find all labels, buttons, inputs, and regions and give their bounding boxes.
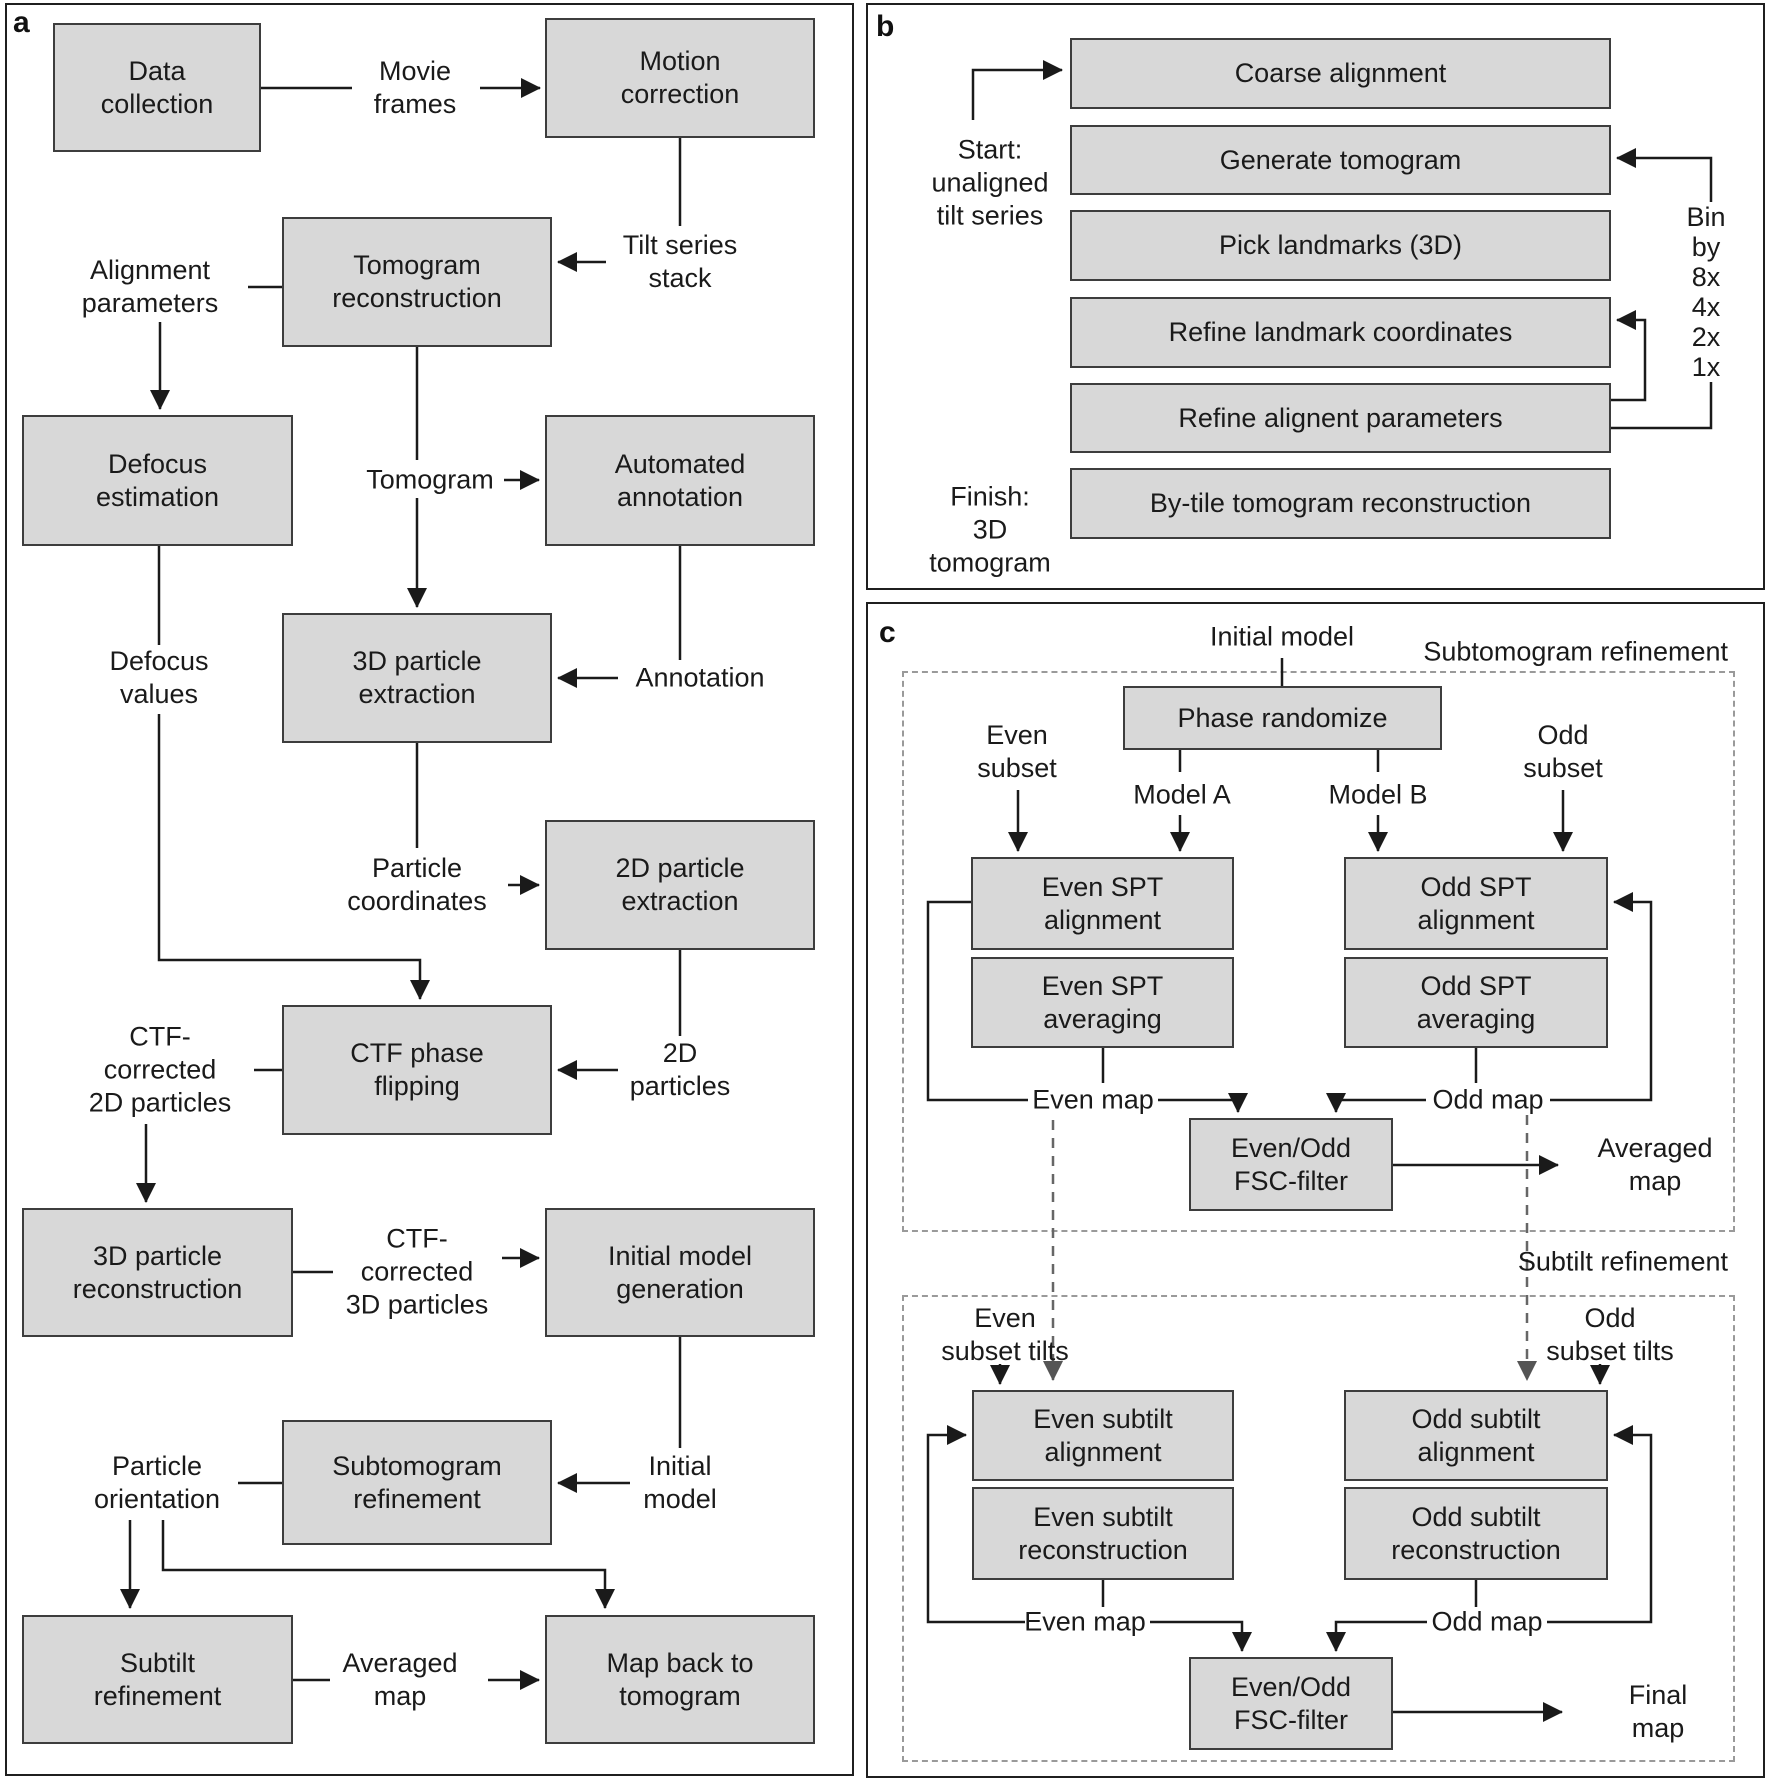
node-odd-spt-alignment: Odd SPT alignment bbox=[1344, 857, 1608, 950]
node-pick-landmarks: Pick landmarks (3D) bbox=[1070, 210, 1611, 281]
label-averaged-map-c: Averaged map bbox=[1597, 1133, 1713, 1196]
edge-evenmap-evensptalignment-loop bbox=[926, 900, 1028, 1102]
edge-oddmap-oddsptalignment-loop bbox=[1550, 892, 1653, 1102]
node-map-back-to-tomogram: Map back to tomogram bbox=[545, 1615, 815, 1744]
edge-evenmap2-evensubtiltalignment-loop bbox=[926, 1425, 1025, 1624]
node-even-odd-fsc-filter-1: Even/Odd FSC-filter bbox=[1189, 1118, 1393, 1211]
label-subtomogram-refinement-region: Subtomogram refinement bbox=[1423, 636, 1728, 667]
node-coarse-alignment: Coarse alignment bbox=[1070, 38, 1611, 109]
label-averaged-map-a: Averaged map bbox=[342, 1648, 458, 1711]
edge-particleorientation-mapback bbox=[161, 1520, 615, 1609]
node-odd-subtilt-reconstruction: Odd subtilt reconstruction bbox=[1344, 1487, 1608, 1580]
label-even-map-2: Even map bbox=[1024, 1606, 1146, 1637]
edge-defocusvalues-ctfphaseflipping bbox=[157, 714, 430, 1000]
panel-a-frame bbox=[5, 3, 854, 1776]
panel-c-frame bbox=[866, 602, 1765, 1778]
node-3d-particle-extraction: 3D particle extraction bbox=[282, 613, 552, 743]
label-defocus-values: Defocus values bbox=[109, 646, 209, 709]
edge-start-coarsealignment bbox=[971, 60, 1063, 120]
node-even-spt-averaging: Even SPT averaging bbox=[971, 957, 1234, 1048]
label-bin-by: Bin by 8x 4x 2x 1x bbox=[1675, 202, 1737, 382]
edge-oddmap2-oddsubtiltalignment-loop bbox=[1547, 1425, 1653, 1624]
node-subtomogram-refinement: Subtomogram refinement bbox=[282, 1420, 552, 1545]
edge-oddmap-fsc1 bbox=[1326, 1093, 1426, 1113]
panel-a-connectors bbox=[120, 78, 682, 1690]
edge-evenmap-fsc1 bbox=[1158, 1093, 1248, 1113]
label-odd-map-2: Odd map bbox=[1431, 1606, 1543, 1637]
label-alignment-parameters: Alignment parameters bbox=[81, 255, 219, 318]
label-particle-coordinates: Particle coordinates bbox=[347, 853, 487, 916]
node-odd-subtilt-alignment: Odd subtilt alignment bbox=[1344, 1390, 1608, 1481]
label-tilt-series-stack: Tilt series stack bbox=[622, 230, 738, 293]
label-even-subset: Even subset bbox=[977, 720, 1057, 783]
node-by-tile-tomogram-reconstruction: By-tile tomogram reconstruction bbox=[1070, 468, 1611, 539]
node-tomogram-reconstruction: Tomogram reconstruction bbox=[282, 217, 552, 347]
label-initial-model-a: Initial model bbox=[643, 1451, 717, 1514]
node-ctf-phase-flipping: CTF phase flipping bbox=[282, 1005, 552, 1135]
label-even-map-1: Even map bbox=[1032, 1084, 1154, 1115]
panel-a-letter: a bbox=[13, 6, 30, 39]
label-finish-3d-tomogram: Finish: 3D tomogram bbox=[929, 481, 1051, 578]
node-phase-randomize: Phase randomize bbox=[1123, 686, 1442, 750]
panel-b-letter: b bbox=[876, 10, 895, 43]
panel-c-connectors bbox=[926, 658, 1653, 1722]
node-refine-landmark-coordinates: Refine landmark coordinates bbox=[1070, 297, 1611, 368]
node-initial-model-generation: Initial model generation bbox=[545, 1208, 815, 1337]
panel-c-letter: c bbox=[879, 616, 896, 649]
node-even-subtilt-reconstruction: Even subtilt reconstruction bbox=[972, 1487, 1234, 1580]
subtomogram-refinement-region bbox=[902, 671, 1735, 1232]
edge-refineparams-refinelandmarks-loop bbox=[1611, 310, 1647, 402]
label-2d-particles: 2D particles bbox=[629, 1038, 731, 1101]
node-data-collection: Data collection bbox=[53, 23, 261, 152]
label-tomogram: Tomogram bbox=[366, 464, 494, 495]
label-even-subset-tilts: Even subset tilts bbox=[941, 1303, 1069, 1366]
label-odd-subset-tilts: Odd subset tilts bbox=[1546, 1303, 1674, 1366]
node-even-odd-fsc-filter-2: Even/Odd FSC-filter bbox=[1189, 1657, 1393, 1750]
panel-b-frame bbox=[866, 3, 1765, 590]
node-motion-correction: Motion correction bbox=[545, 18, 815, 138]
label-particle-orientation: Particle orientation bbox=[93, 1451, 221, 1514]
label-odd-subset: Odd subset bbox=[1523, 720, 1603, 783]
label-model-b: Model B bbox=[1328, 779, 1428, 810]
node-3d-particle-reconstruction: 3D particle reconstruction bbox=[22, 1208, 293, 1337]
label-ctf-corrected-3d-particles: CTF- corrected 3D particles bbox=[345, 1223, 489, 1320]
label-ctf-corrected-2d-particles: CTF- corrected 2D particles bbox=[88, 1021, 232, 1118]
label-start-unaligned-tilt-series: Start: unaligned tilt series bbox=[931, 134, 1049, 231]
node-defocus-estimation: Defocus estimation bbox=[22, 415, 293, 546]
label-movie-frames: Movie frames bbox=[373, 56, 457, 119]
label-initial-model-c: Initial model bbox=[1209, 621, 1355, 652]
label-final-map: Final map bbox=[1628, 1680, 1688, 1743]
label-odd-map-1: Odd map bbox=[1432, 1084, 1544, 1115]
node-subtilt-refinement: Subtilt refinement bbox=[22, 1615, 293, 1744]
node-generate-tomogram: Generate tomogram bbox=[1070, 125, 1611, 195]
label-subtilt-refinement-region: Subtilt refinement bbox=[1517, 1246, 1728, 1277]
subtilt-refinement-region bbox=[902, 1295, 1735, 1762]
label-model-a: Model A bbox=[1133, 779, 1231, 810]
label-annotation: Annotation bbox=[635, 662, 765, 693]
edge-evenmap2-fsc2 bbox=[1150, 1620, 1252, 1652]
node-odd-spt-averaging: Odd SPT averaging bbox=[1344, 957, 1608, 1048]
node-even-subtilt-alignment: Even subtilt alignment bbox=[972, 1390, 1234, 1481]
edge-oddmap2-fsc2 bbox=[1326, 1620, 1427, 1652]
node-automated-annotation: Automated annotation bbox=[545, 415, 815, 546]
node-even-spt-alignment: Even SPT alignment bbox=[971, 857, 1234, 950]
node-2d-particle-extraction: 2D particle extraction bbox=[545, 820, 815, 950]
panel-c-dashed-connectors bbox=[1043, 1115, 1537, 1381]
node-refine-alignent-parameters: Refine alignent parameters bbox=[1070, 383, 1611, 453]
